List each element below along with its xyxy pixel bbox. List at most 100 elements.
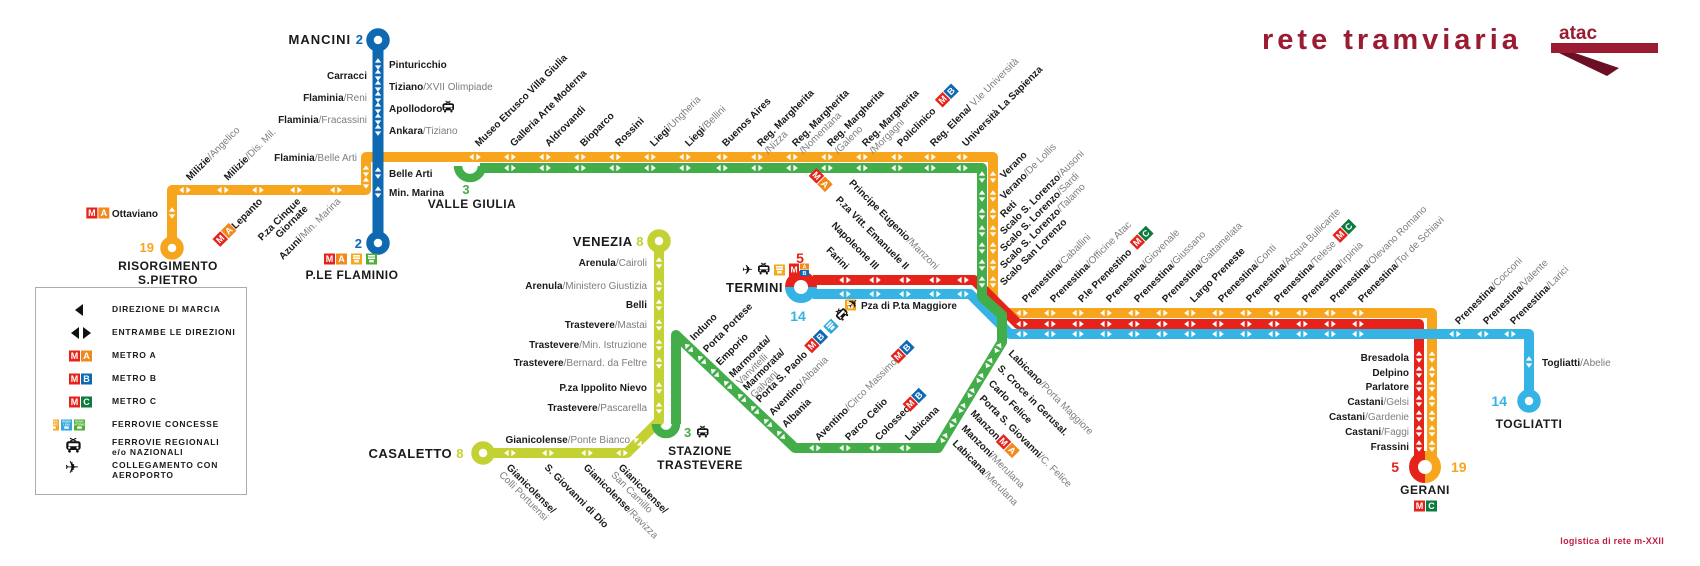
station-label: Belli (626, 300, 647, 311)
svg-text:C: C (83, 397, 90, 407)
direction-arrows-icon (1415, 395, 1423, 407)
svg-text:Bioparco: Bioparco (578, 111, 616, 149)
station-label: Pza di P.ta Maggiore (845, 299, 957, 312)
svg-text:C: C (1140, 227, 1152, 239)
svg-text:Apollodoro: Apollodoro (389, 104, 442, 115)
station-label: Castani/Gelsi (1347, 397, 1409, 408)
svg-text:C: C (1428, 501, 1435, 511)
svg-text:M: M (71, 397, 79, 407)
atac-logo: atac (1551, 22, 1663, 80)
svg-text:Arenula/Cairoli: Arenula/Cairoli (579, 258, 647, 269)
direction-arrows-icon (374, 124, 382, 136)
direction-arrows-icon (655, 382, 663, 394)
direction-arrows-icon (1324, 309, 1336, 317)
direction-arrows-icon (179, 186, 191, 194)
direction-arrows-icon (1477, 330, 1489, 338)
legend-item: DIREZIONE DI MARCIA (50, 298, 246, 320)
direction-arrows-icon (609, 153, 621, 161)
svg-text:B: B (83, 374, 90, 384)
metro-m-icon (69, 350, 80, 362)
direction-arrows-icon (1268, 330, 1280, 338)
direction-arrows-icon (978, 190, 986, 202)
direction-arrows-icon (821, 164, 833, 172)
direction-arrows-icon (899, 290, 911, 298)
direction-arrows-icon (1415, 366, 1423, 378)
svg-text:Castani/Gelsi: Castani/Gelsi (1347, 397, 1409, 408)
direction-arrows-icon (574, 164, 586, 172)
svg-text:A: A (819, 178, 831, 190)
svg-text:Tiziano/XVII Olimpiade: Tiziano/XVII Olimpiade (389, 82, 493, 93)
direction-arrows-icon (574, 153, 586, 161)
direction-arrows-icon (949, 418, 957, 428)
terminal-label: 3 (684, 425, 691, 440)
terminal-label: 19 (140, 240, 154, 255)
svg-text:Trastevere/Min. Istruzione: Trastevere/Min. Istruzione (529, 340, 647, 351)
direction-arrows-icon (1296, 309, 1308, 317)
svg-text:B: B (901, 341, 913, 353)
terminal-label: GERANI (1400, 483, 1450, 497)
direction-arrows-icon (374, 167, 382, 179)
direction-arrows-icon (374, 69, 382, 81)
direction-arrows-icon (978, 225, 986, 237)
station-label: Castani/Faggi (1345, 427, 1409, 438)
terminal-ple-flaminio (366, 231, 390, 255)
metro-m-icon (890, 348, 907, 364)
metro-m-icon (324, 253, 335, 265)
train-icon (760, 262, 767, 266)
direction-arrows-icon (1128, 330, 1140, 338)
direction-arrows-icon (655, 319, 663, 331)
direction-arrows-icon (716, 164, 728, 172)
direction-arrows-icon (1156, 330, 1168, 338)
direction-arrows-icon (679, 164, 691, 172)
station-label: Frassini (1371, 442, 1410, 453)
station-label: Min. Marina (389, 188, 444, 199)
station-label: Castani/Gardenie (1329, 412, 1409, 423)
svg-text:Flaminia/Reni: Flaminia/Reni (303, 93, 367, 104)
legend-item: ROMANORDROMALIDOROMAVITERBOFERROVIE CONC… (50, 413, 246, 435)
direction-arrows-icon (957, 290, 969, 298)
svg-text:Delpino: Delpino (1372, 368, 1409, 379)
direction-arrows-icon (1428, 440, 1436, 452)
metro-letter-icon (899, 339, 915, 356)
atac-logo-text: atac (1559, 23, 1597, 44)
station-label: Delpino (1372, 368, 1409, 379)
terminal-stazione-trastevere (651, 423, 681, 439)
station-label: Trastevere/Mastai (565, 320, 647, 331)
direction-arrows-icon (1240, 330, 1252, 338)
station-label: Flaminia/Belle Arti (274, 153, 357, 164)
svg-text:Gianicolense/Ponte Bianco: Gianicolense/Ponte Bianco (505, 435, 630, 446)
station-label: Farini (824, 245, 851, 272)
terminal-label: 5 (796, 250, 804, 266)
direction-arrows-icon (374, 58, 382, 70)
direction-arrows-icon (1212, 320, 1224, 328)
plane-icon: ✈ (50, 459, 112, 481)
terminal-label: CASALETTO 8 (368, 446, 464, 461)
direction-arrows-icon (957, 276, 969, 284)
direction-arrows-icon (655, 299, 663, 311)
station-label: Arenula/Ministero Giustizia (525, 281, 647, 292)
direction-arrows-icon (697, 355, 707, 365)
metro-letter-icon (81, 373, 92, 385)
direction-arrows-icon (1044, 320, 1056, 328)
direction-arrows-icon (1156, 320, 1168, 328)
direction-arrows-icon (786, 164, 798, 172)
direction-arrows-icon (839, 290, 851, 298)
direction-arrows-icon (1268, 320, 1280, 328)
direction-arrows-icon (1128, 320, 1140, 328)
direction-arrows-icon (655, 402, 663, 414)
direction-arrows-icon (1525, 356, 1533, 368)
station-label: Trastevere/Pascarella (547, 403, 647, 414)
direction-arrows-icon (899, 276, 911, 284)
station-label: Gianicolense/Ponte Bianco (505, 435, 630, 446)
direction-arrows-icon (989, 190, 997, 202)
station-label: Flaminia/Reni (303, 93, 367, 104)
direction-arrows-icon (856, 153, 868, 161)
metro-m-icon (804, 337, 820, 354)
svg-text:M: M (1416, 501, 1424, 511)
svg-text:A: A (1006, 445, 1018, 457)
svg-text:Belli: Belli (626, 300, 647, 311)
page-title: rete tramviaria (1262, 24, 1522, 56)
direction-arrows-icon (869, 290, 881, 298)
